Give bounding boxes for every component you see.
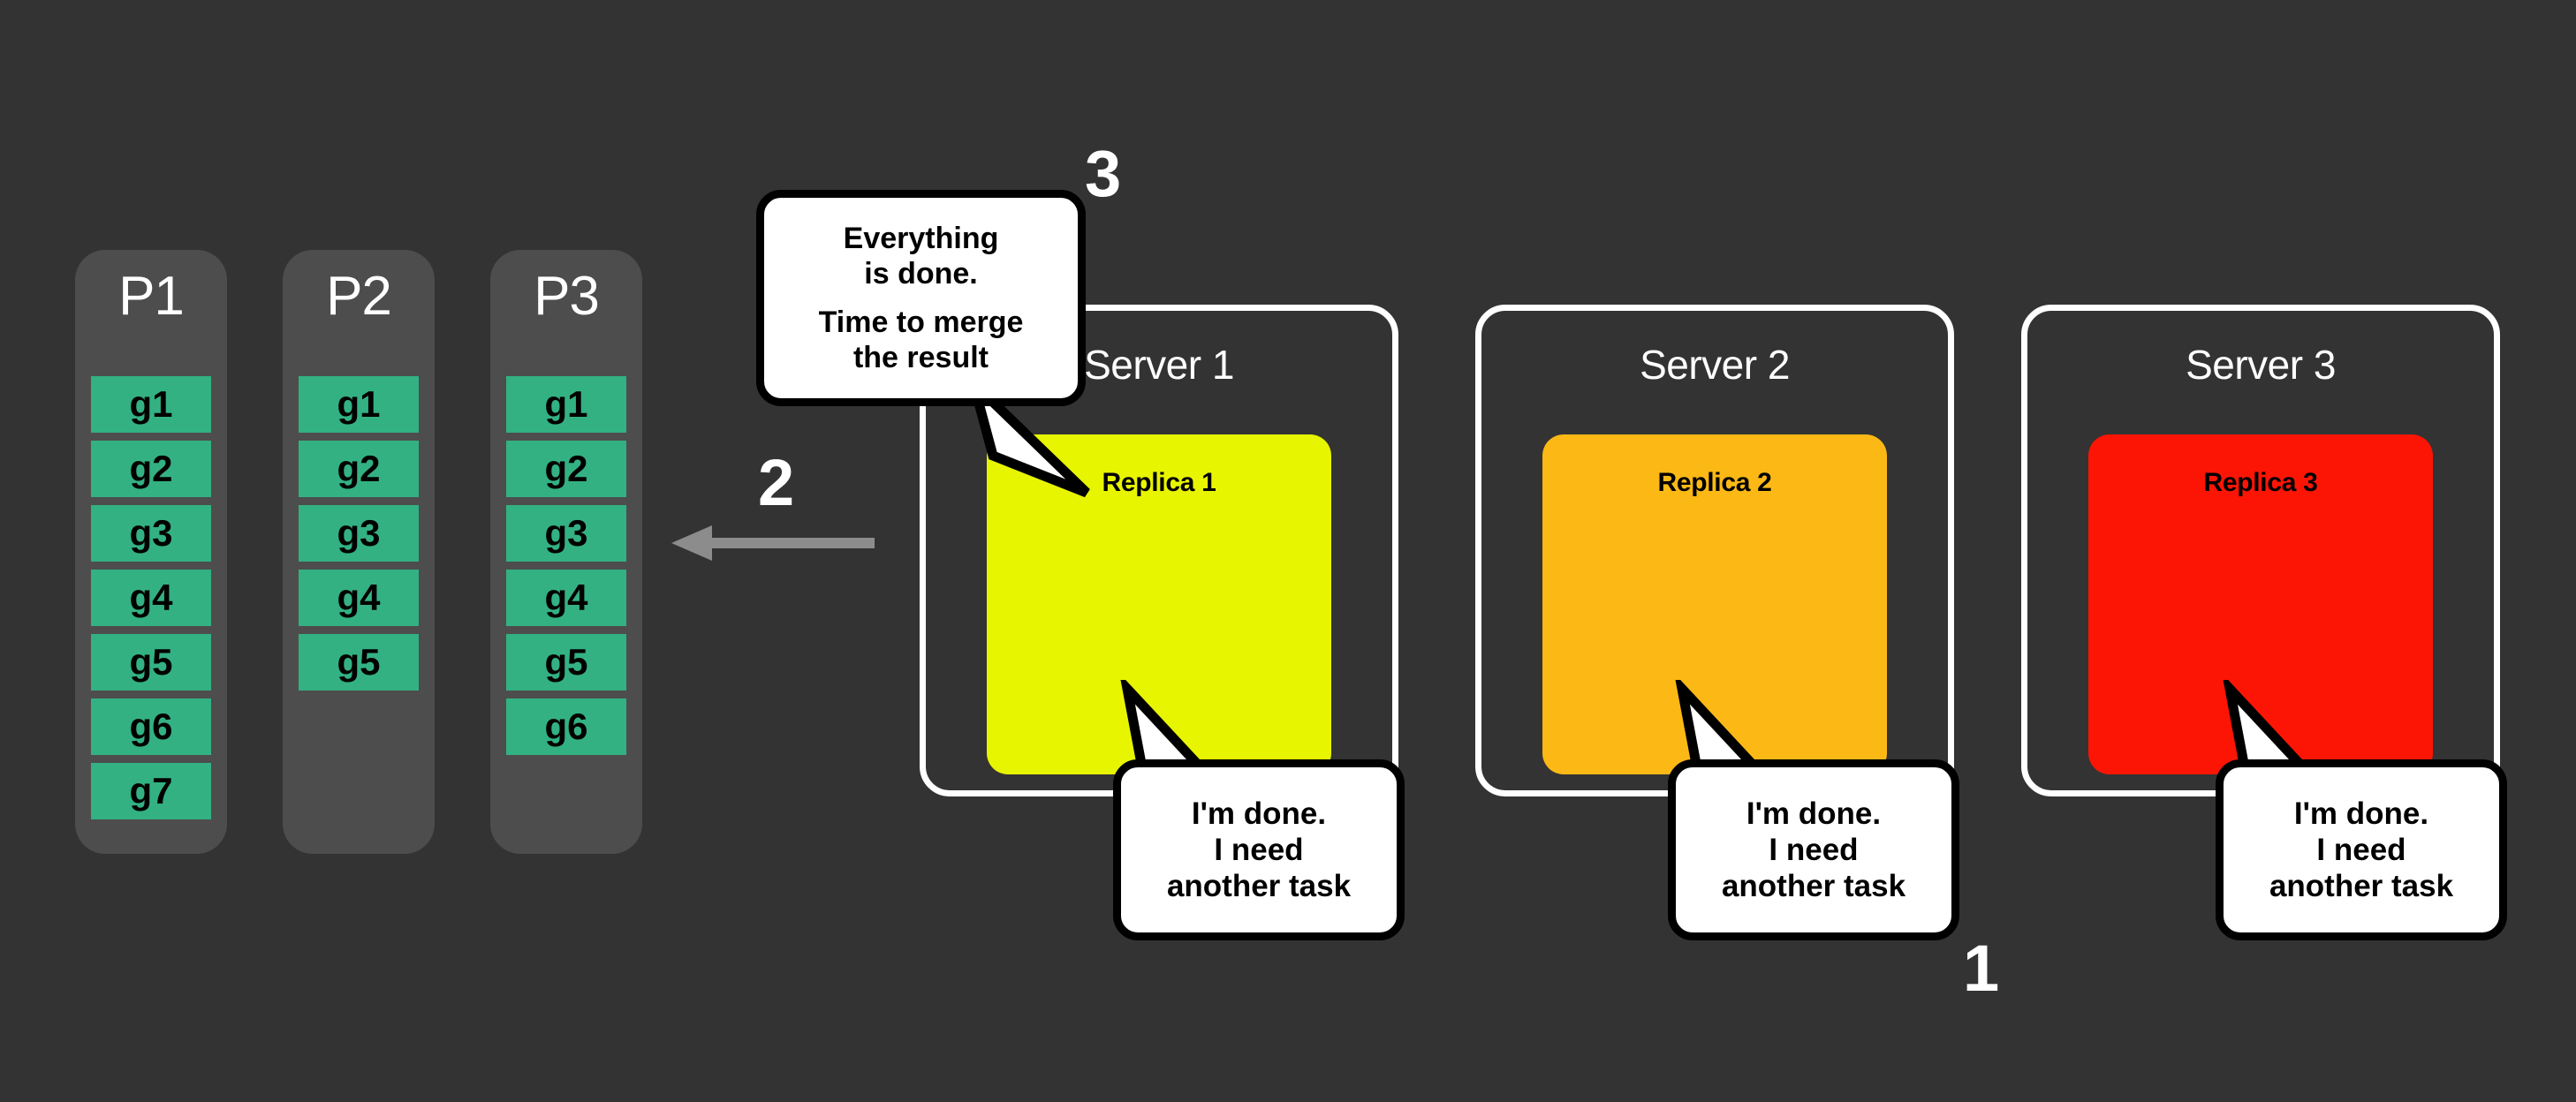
- replica-box-1[interactable]: Replica 1: [987, 434, 1331, 774]
- arrow-shaft: [708, 538, 875, 548]
- partition-p2[interactable]: P2 g1 g2 g3 g4 g5: [283, 250, 435, 854]
- chunk-p2-g1[interactable]: g1: [299, 376, 419, 433]
- chunk-p2-g2[interactable]: g2: [299, 441, 419, 497]
- server-card-3[interactable]: Server 3 Replica 3: [2021, 305, 2500, 796]
- chunk-p3-g2[interactable]: g2: [506, 441, 626, 497]
- chunk-p1-g1[interactable]: g1: [91, 376, 211, 433]
- chunk-p1-g7[interactable]: g7: [91, 763, 211, 819]
- merge-speech-bubble[interactable]: Everything is done. Time to merge the re…: [756, 190, 1086, 406]
- done-3-line-3: another task: [2269, 869, 2454, 904]
- replica-3-label: Replica 3: [2203, 468, 2318, 497]
- chunk-p2-g3[interactable]: g3: [299, 505, 419, 562]
- server-3-title: Server 3: [2186, 342, 2336, 388]
- done-1-line-2: I need: [1214, 832, 1304, 867]
- partition-p1[interactable]: P1 g1 g2 g3 g4 g5 g6 g7: [75, 250, 227, 854]
- merge-arrow-left-icon: [671, 525, 875, 561]
- chunk-p2-g4[interactable]: g4: [299, 570, 419, 626]
- chunk-p1-g3[interactable]: g3: [91, 505, 211, 562]
- server-1-title: Server 1: [1084, 342, 1234, 388]
- chunk-p3-g4[interactable]: g4: [506, 570, 626, 626]
- server-card-2[interactable]: Server 2 Replica 2: [1475, 305, 1954, 796]
- replica-box-2[interactable]: Replica 2: [1542, 434, 1887, 774]
- done-speech-bubble-1[interactable]: I'm done. I need another task: [1113, 759, 1405, 940]
- done-speech-bubble-2[interactable]: I'm done. I need another task: [1668, 759, 1959, 940]
- chunk-p3-g6[interactable]: g6: [506, 698, 626, 755]
- chunk-p3-g5[interactable]: g5: [506, 634, 626, 691]
- done-2-line-3: another task: [1721, 869, 1906, 904]
- step-number-1: 1: [1963, 932, 1999, 1005]
- done-3-line-1: I'm done.: [2293, 796, 2429, 831]
- chunk-p1-g4[interactable]: g4: [91, 570, 211, 626]
- done-2-line-1: I'm done.: [1746, 796, 1882, 831]
- partition-p3[interactable]: P3 g1 g2 g3 g4 g5 g6: [490, 250, 642, 854]
- chunk-p1-g2[interactable]: g2: [91, 441, 211, 497]
- done-2-line-2: I need: [1769, 832, 1859, 867]
- merge-line-3: Time to merge: [818, 305, 1024, 339]
- partition-p2-title: P2: [326, 266, 392, 327]
- server-2-title: Server 2: [1640, 342, 1790, 388]
- chunk-p3-g3[interactable]: g3: [506, 505, 626, 562]
- step-number-2: 2: [758, 446, 794, 519]
- replica-1-label: Replica 1: [1102, 468, 1216, 497]
- done-3-line-2: I need: [2316, 832, 2406, 867]
- chunk-p2-g5[interactable]: g5: [299, 634, 419, 691]
- done-1-line-1: I'm done.: [1191, 796, 1327, 831]
- chunk-p1-g5[interactable]: g5: [91, 634, 211, 691]
- merge-line-1: Everything: [843, 222, 999, 256]
- done-speech-bubble-3[interactable]: I'm done. I need another task: [2216, 759, 2507, 940]
- merge-line-4: the result: [852, 340, 989, 374]
- step-number-3: 3: [1085, 137, 1121, 210]
- chunk-p1-g6[interactable]: g6: [91, 698, 211, 755]
- done-1-line-3: another task: [1166, 869, 1352, 904]
- partition-p1-title: P1: [118, 266, 185, 327]
- replica-2-label: Replica 2: [1657, 468, 1772, 497]
- arrow-head: [671, 525, 712, 561]
- merge-line-2: is done.: [864, 257, 978, 291]
- chunk-p3-g1[interactable]: g1: [506, 376, 626, 433]
- replica-box-3[interactable]: Replica 3: [2088, 434, 2433, 774]
- partition-p3-title: P3: [534, 266, 600, 327]
